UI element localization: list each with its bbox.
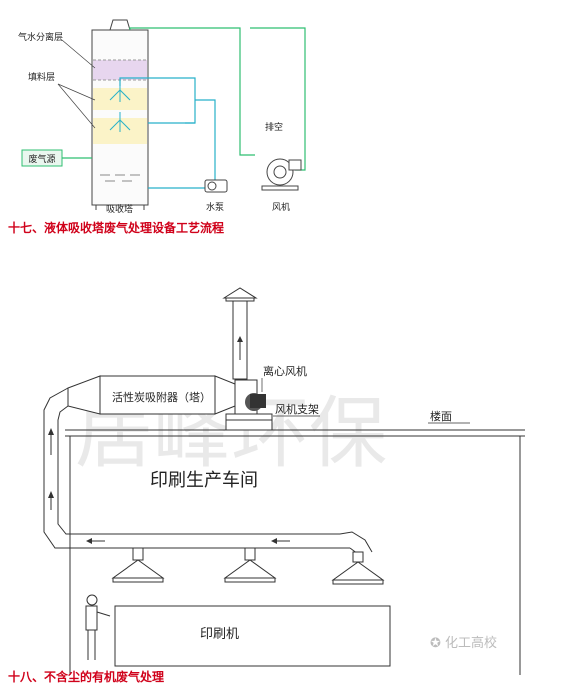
separation-layer-label: 气水分离层: [18, 31, 63, 43]
operator-figure: [85, 594, 111, 660]
liquid-surface: [100, 174, 140, 182]
waste-gas-source: 废气源: [21, 149, 63, 167]
separation-layer-band: [93, 60, 147, 80]
tower-label: 吸收塔: [106, 203, 133, 215]
brand-watermark: ✪ 化工高校: [430, 636, 498, 651]
extraction-hood-1: [111, 547, 165, 583]
printing-machine: [114, 605, 391, 667]
fan-support: [225, 413, 273, 431]
printer-label: 印刷机: [200, 627, 239, 642]
carbon-adsorber: [67, 375, 236, 415]
spray-nozzle: [109, 82, 131, 132]
absorption-tower: [91, 19, 149, 210]
pump-label: 水泵: [206, 201, 224, 213]
fan-label: 风机: [272, 201, 290, 213]
floor-slab: [65, 429, 525, 437]
caption-eighteen: 十八、不含尘的有机废气处理: [8, 670, 165, 684]
chimney: [222, 287, 258, 380]
svg-text:废气源: 废气源: [28, 153, 55, 165]
floor-label: 楼面: [430, 409, 452, 423]
extraction-hood-2: [223, 547, 277, 583]
absorption-tower-diagram: 废气源 气水分离层 填料层 水泵 风机 排空 吸收塔: [18, 19, 306, 215]
workshop-label: 印刷生产车间: [150, 470, 258, 491]
wechat-icon: ✪: [430, 636, 446, 651]
activated-carbon-diagram: 居峰环保 楼面 活性炭吸附器（塔） 离心风机 风机支架: [43, 287, 525, 675]
water-pump: [204, 179, 228, 193]
fan: [261, 158, 302, 191]
fan-support-label: 风机支架: [275, 402, 319, 416]
exhaust-label: 排空: [265, 121, 283, 133]
packing-layer-label: 填料层: [28, 71, 55, 83]
extraction-hood-3: [331, 551, 385, 585]
gas-pipes: [62, 27, 306, 171]
centrifugal-fan: [234, 379, 266, 415]
exhaust-duct: [43, 387, 373, 555]
adsorber-label: 活性炭吸附器（塔）: [112, 390, 211, 404]
caption-seventeen: 十七、液体吸收塔废气处理设备工艺流程: [8, 221, 225, 235]
centrifugal-fan-label: 离心风机: [263, 364, 307, 378]
